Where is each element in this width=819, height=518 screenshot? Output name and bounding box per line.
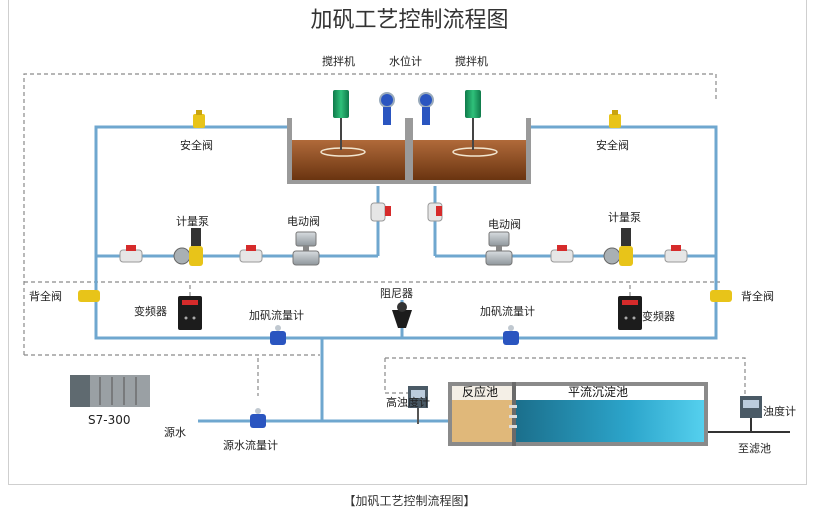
ball-valve-icon [239, 245, 263, 263]
label-metering-pump-left: 计量泵 [176, 215, 209, 228]
label-metering-pump-right: 计量泵 [608, 211, 641, 224]
flowmeter-right-icon [503, 325, 519, 345]
high-turbidity-meter-icon [408, 386, 428, 424]
label-flowmeter-right: 加矾流量计 [480, 305, 535, 318]
label-mixer-left: 搅拌机 [322, 55, 355, 68]
back-pressure-valve-right-icon [710, 290, 732, 302]
label-plc: S7-300 [88, 413, 131, 427]
ball-valve-icon [427, 202, 443, 222]
safety-valve-left-icon [193, 110, 205, 128]
label-reaction-tank: 反应池 [462, 385, 499, 399]
label-damper: 阻尼器 [380, 287, 413, 300]
electric-valve-left-icon [292, 231, 320, 266]
safety-valve-right-icon [609, 110, 621, 128]
label-safety-valve-left: 安全阀 [180, 139, 213, 152]
diagram-caption: 【加矾工艺控制流程图】 [343, 494, 476, 508]
label-vfd-right: 变频器 [642, 310, 675, 323]
label-flowmeter-left: 加矾流量计 [249, 309, 304, 322]
label-back-pressure-valve-left: 背全阀 [29, 290, 62, 303]
label-turbidity-meter: 浊度计 [763, 405, 796, 418]
mixer-right [465, 90, 481, 150]
label-mixer-right: 搅拌机 [455, 55, 488, 68]
label-sedimentation-tank: 平流沉淀池 [568, 385, 629, 399]
metering-pump-right-icon [603, 228, 633, 266]
label-level-meter: 水位计 [389, 55, 422, 68]
ball-valves [119, 202, 688, 263]
level-meter-icon [379, 92, 434, 125]
ball-valve-icon [664, 245, 688, 263]
label-electric-valve-left: 电动阀 [287, 215, 320, 228]
ball-valve-icon [370, 202, 391, 222]
control-signal-lines [23, 73, 746, 400]
label-source-flowmeter: 源水流量计 [223, 439, 278, 452]
label-back-pressure-valve-right: 背全阀 [741, 290, 774, 303]
label-vfd-left: 变频器 [134, 305, 167, 318]
ball-valve-icon [119, 245, 143, 263]
process-diagram [23, 73, 790, 446]
damper-icon [392, 302, 412, 328]
back-pressure-valve-left-icon [78, 290, 100, 302]
flowmeter-left-icon [270, 325, 286, 345]
plc-icon [70, 375, 150, 407]
vfd-left-icon [178, 296, 202, 330]
reaction-sedimentation-tank [448, 382, 708, 446]
electric-valve-right-icon [485, 231, 513, 266]
label-to-filter: 至滤池 [738, 442, 771, 455]
label-high-turbidity-meter: 高浊度计 [386, 396, 430, 409]
label-safety-valve-right: 安全阀 [596, 139, 629, 152]
turbidity-meter-icon [740, 396, 762, 418]
metering-pump-left-icon [173, 228, 203, 266]
outlet-pipe [708, 418, 790, 433]
label-source-water: 源水 [164, 426, 186, 439]
dosing-tank [287, 118, 531, 184]
diagram-title: 加矾工艺控制流程图 [310, 8, 509, 33]
label-electric-valve-right: 电动阀 [488, 218, 521, 231]
vfd-right-icon [618, 296, 642, 330]
mixer-left [333, 90, 349, 150]
ball-valve-icon [550, 245, 574, 263]
source-flowmeter-icon [250, 408, 266, 428]
